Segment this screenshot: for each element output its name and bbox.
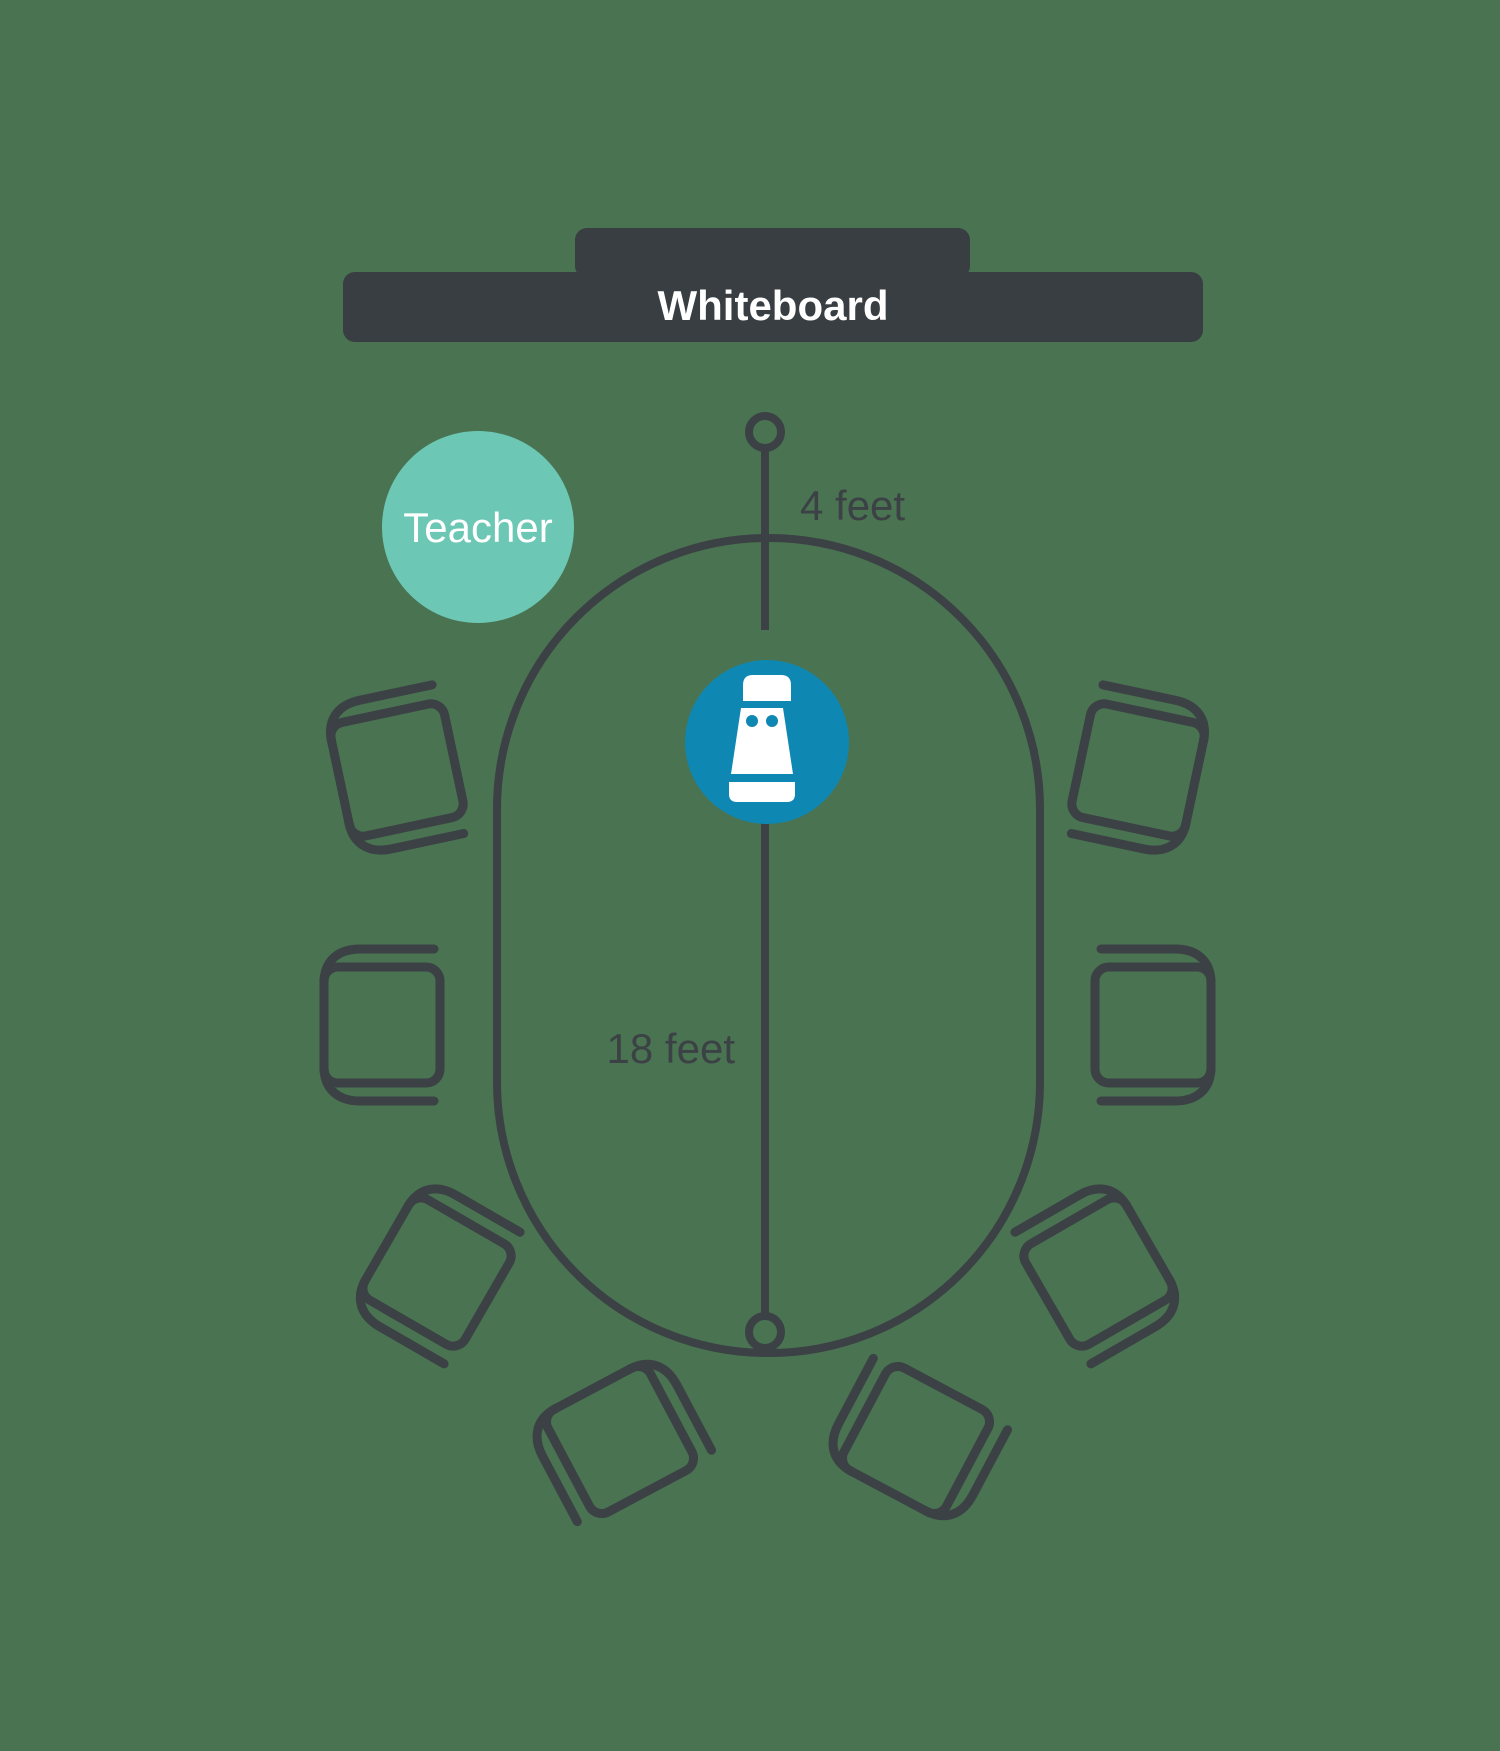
chair-left-top[interactable]	[324, 684, 469, 857]
dimension-label-18-feet: 18 feet	[607, 1025, 736, 1072]
chair-left-bottom[interactable]	[349, 1177, 525, 1367]
teacher-label: Teacher	[403, 504, 552, 551]
speakerphone-device[interactable]	[685, 660, 849, 824]
chair-right-middle[interactable]	[1095, 949, 1211, 1101]
teacher-marker[interactable]: Teacher	[382, 431, 574, 623]
whiteboard-label: Whiteboard	[658, 282, 889, 329]
chair-bottom-right[interactable]	[822, 1353, 1011, 1527]
chair-right-top[interactable]	[1065, 684, 1210, 857]
dimension-line-main: 18 feet	[607, 805, 785, 1352]
whiteboard-shelf	[575, 228, 970, 278]
dimension-line-top: 4 feet	[745, 412, 905, 630]
whiteboard: Whiteboard	[343, 272, 1203, 342]
speakerphone-icon	[729, 675, 795, 802]
chair-left-middle[interactable]	[324, 949, 440, 1101]
chair-bottom-left[interactable]	[526, 1353, 715, 1527]
dimension-label-4-feet: 4 feet	[800, 482, 905, 529]
chair-right-bottom[interactable]	[1010, 1177, 1186, 1367]
teacher-circle[interactable]	[382, 431, 574, 623]
